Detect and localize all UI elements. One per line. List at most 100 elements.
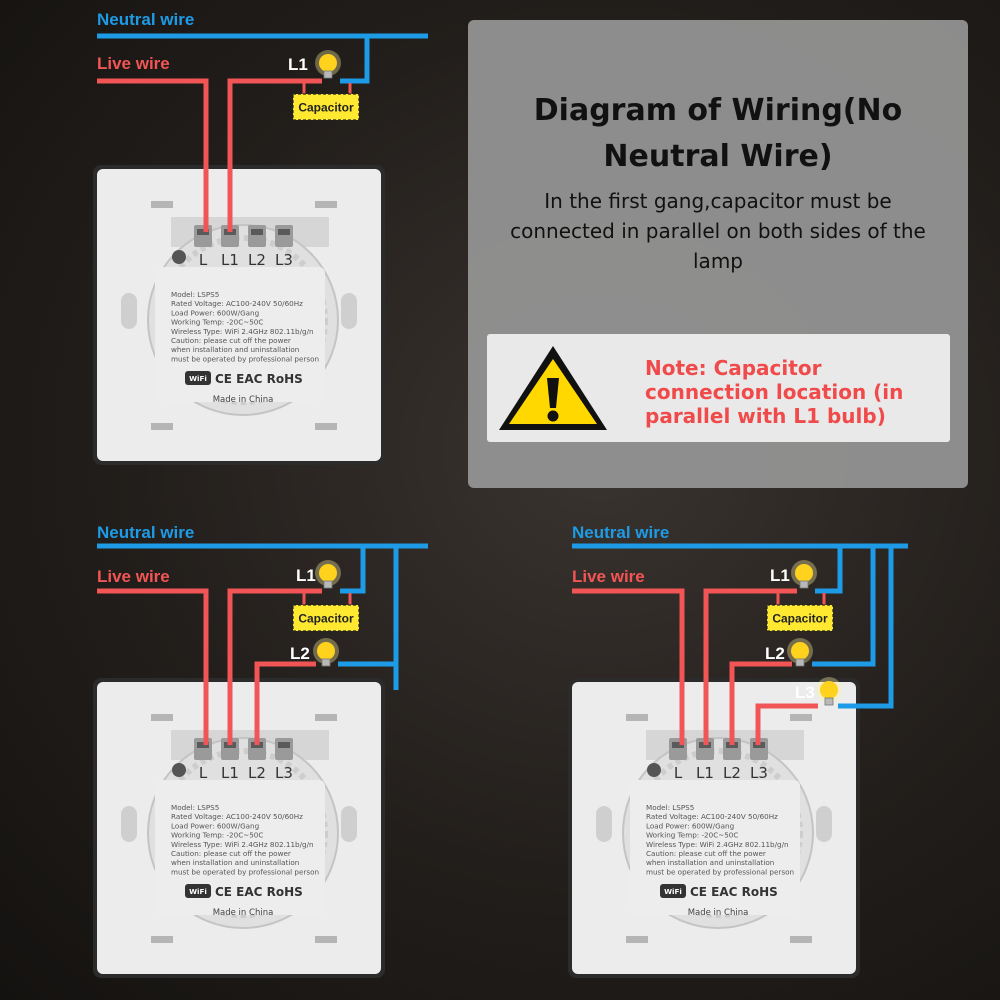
mount-slot xyxy=(315,201,337,208)
wifi-label: WiFi xyxy=(189,887,207,896)
certification-marks: CE EAC RoHS xyxy=(215,885,303,899)
lamp-l2 xyxy=(313,638,339,667)
bulb-base xyxy=(824,697,834,706)
mount-slot xyxy=(151,423,173,430)
capacitor-label: Capacitor xyxy=(298,612,354,626)
terminal-label: L2 xyxy=(248,764,266,782)
l3-wire xyxy=(755,703,818,745)
bulb-glass xyxy=(791,642,809,660)
bulb-base xyxy=(795,658,805,667)
screw-slot xyxy=(278,229,290,235)
neutral-wire-label: Neutral wire xyxy=(572,523,669,542)
live-wire xyxy=(97,588,209,745)
spec-line: Working Temp: -20C~50C xyxy=(171,831,263,840)
terminal-label: L3 xyxy=(275,764,293,782)
neutral-to-l1 xyxy=(340,546,366,594)
bulb-glass xyxy=(820,681,838,699)
bulb-glass xyxy=(319,564,337,582)
bulb-glass xyxy=(319,54,337,72)
lamp-l1 xyxy=(791,560,817,589)
neutral-to-l1 xyxy=(340,36,370,84)
screw-slot xyxy=(251,229,263,235)
spec-label xyxy=(155,780,325,915)
spec-line: must be operated by professional person xyxy=(646,867,794,876)
neutral-to-l1 xyxy=(815,546,843,594)
bulb-glass xyxy=(795,564,813,582)
spec-line: must be operated by professional person xyxy=(171,867,319,876)
side-clip-right xyxy=(341,806,357,842)
spec-line: Rated Voltage: AC100-240V 50/60Hz xyxy=(171,299,303,308)
side-clip-left xyxy=(121,293,137,329)
spec-line: when installation and uninstallation xyxy=(646,858,774,867)
spec-line: Model: LSPS5 xyxy=(171,803,219,812)
terminal-label: L xyxy=(199,764,208,782)
terminal-label: L3 xyxy=(750,764,768,782)
spec-line: Load Power: 600W/Gang xyxy=(646,821,734,830)
bulb-base xyxy=(323,70,333,79)
screw-slot xyxy=(197,229,209,235)
mount-slot xyxy=(626,714,648,721)
spec-line: Caution: please cut off the power xyxy=(171,849,291,858)
spec-line: Rated Voltage: AC100-240V 50/60Hz xyxy=(171,812,303,821)
side-clip-right xyxy=(341,293,357,329)
made-in-label: Made in China xyxy=(688,908,749,918)
terminal-label: L xyxy=(674,764,683,782)
mount-slot xyxy=(315,936,337,943)
l1-wire xyxy=(703,588,797,745)
lamp-label-l2: L2 xyxy=(290,644,310,663)
spec-line: Caution: please cut off the power xyxy=(171,336,291,345)
l1-wire xyxy=(227,78,322,232)
diagram-title: Diagram of Wiring(No Neutral Wire) xyxy=(533,93,903,174)
terminal-screw xyxy=(275,225,293,247)
capacitor-label: Capacitor xyxy=(772,612,828,626)
neutral-to-l2 xyxy=(812,546,876,667)
spec-line: Working Temp: -20C~50C xyxy=(171,318,263,327)
mount-slot xyxy=(315,423,337,430)
spec-label xyxy=(155,267,325,402)
lamp-label-l1: L1 xyxy=(288,55,308,74)
spec-line: Caution: please cut off the power xyxy=(646,849,766,858)
mount-slot xyxy=(790,714,812,721)
spec-line: Model: LSPS5 xyxy=(171,290,219,299)
screw-slot xyxy=(278,742,290,748)
lamp-label-l2: L2 xyxy=(765,644,785,663)
live-wire-label: Live wire xyxy=(97,567,170,586)
live-wire-label: Live wire xyxy=(97,54,170,73)
screw-hole xyxy=(172,250,186,264)
diagram-subtitle: In the first gang,capacitor must be conn… xyxy=(510,189,926,273)
neutral-wire-label: Neutral wire xyxy=(97,523,194,542)
spec-label xyxy=(630,780,800,915)
mount-slot xyxy=(151,201,173,208)
note-box: Note: Capacitor connection location (in … xyxy=(487,334,950,442)
live-wire-label: Live wire xyxy=(572,567,645,586)
live-wire xyxy=(572,588,685,745)
terminal-label: L1 xyxy=(221,764,239,782)
spec-line: Model: LSPS5 xyxy=(646,803,694,812)
lamp-label-l1: L1 xyxy=(770,566,790,585)
spec-line: Rated Voltage: AC100-240V 50/60Hz xyxy=(646,812,778,821)
bulb-base xyxy=(799,580,809,589)
bulb-glass xyxy=(317,642,335,660)
mount-slot xyxy=(626,936,648,943)
made-in-label: Made in China xyxy=(213,395,274,405)
wifi-badge xyxy=(185,884,211,898)
bulb-base xyxy=(323,580,333,589)
screw-hole xyxy=(172,763,186,777)
terminal-label: L2 xyxy=(248,251,266,269)
spec-line: Wireless Type: WiFi 2.4GHz 802.11b/g/n xyxy=(171,840,314,849)
neutral-to-l3 xyxy=(838,546,894,709)
terminal-label: L3 xyxy=(275,251,293,269)
live-wire xyxy=(97,78,209,232)
mount-slot xyxy=(151,936,173,943)
terminal-label: L1 xyxy=(221,251,239,269)
spec-line: Working Temp: -20C~50C xyxy=(646,831,738,840)
side-clip-left xyxy=(596,806,612,842)
capacitor-component: Capacitor xyxy=(292,604,360,632)
certification-marks: CE EAC RoHS xyxy=(690,885,778,899)
terminal-screw xyxy=(194,738,212,760)
spec-line: when installation and uninstallation xyxy=(171,858,299,867)
terminal-screw xyxy=(248,225,266,247)
